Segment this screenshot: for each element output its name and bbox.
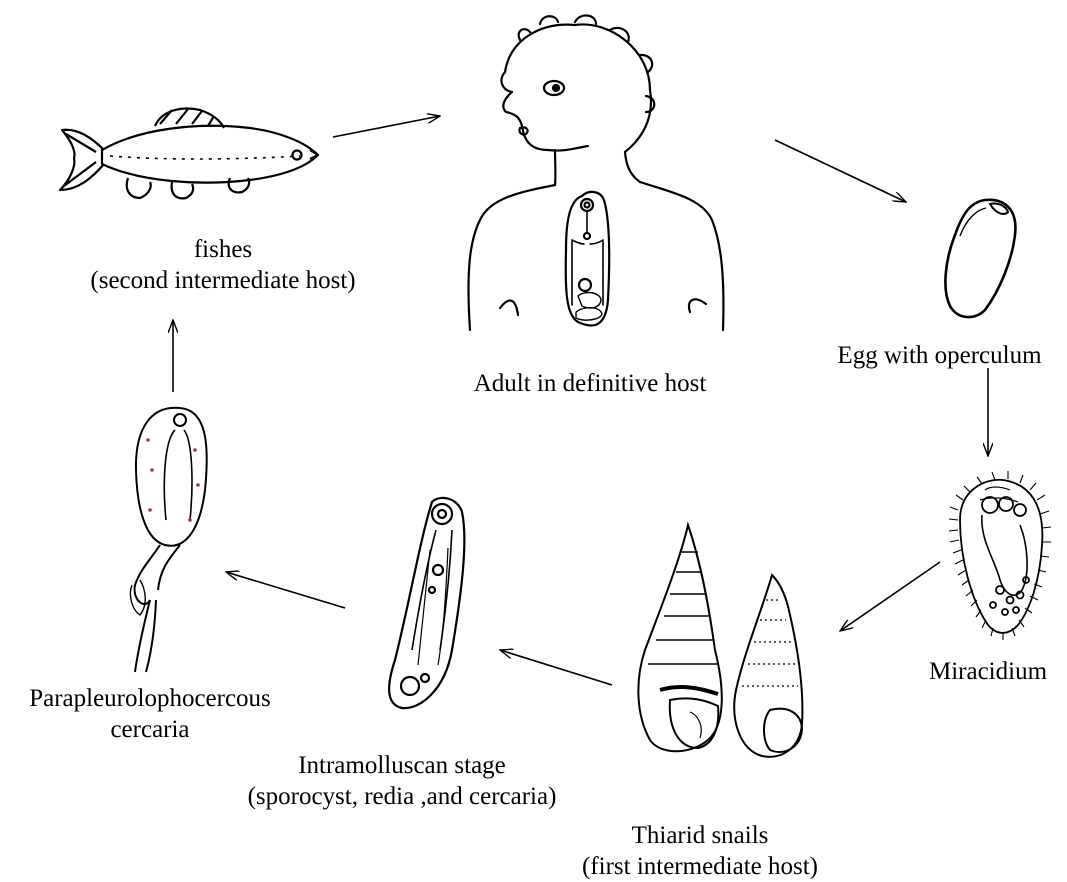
miracidium-stage-label: Miracidium: [908, 656, 1067, 687]
intramolluscan-label-line2: (sporocyst, redia ,and cercaria): [212, 781, 592, 812]
snails-stage-label: Thiarid snails (first intermediate host): [520, 820, 880, 882]
fish-label-line2: (second intermediate host): [58, 265, 388, 296]
intramolluscan-label-line1: Intramolluscan stage: [212, 750, 592, 781]
intramolluscan-stage-label: Intramolluscan stage (sporocyst, redia ,…: [212, 750, 592, 812]
miracidium-label-line1: Miracidium: [908, 656, 1067, 687]
cercaria-icon: [130, 408, 206, 672]
arrow-fish-to-adult: [333, 116, 440, 137]
arrow-miracidium-to-snails: [840, 562, 940, 631]
snail-shell-icon: [638, 525, 802, 757]
egg-label-line1: Egg with operculum: [812, 340, 1067, 371]
fish-stage-label: fishes (second intermediate host): [58, 234, 388, 296]
arrow-adult-to-egg: [775, 140, 906, 202]
cercaria-label-line2: cercaria: [0, 714, 300, 745]
snails-label-line1: Thiarid snails: [520, 820, 880, 851]
adult-stage-label: Adult in definitive host: [440, 368, 740, 399]
cercaria-stage-label: Parapleurolophocercous cercaria: [0, 683, 300, 745]
snails-label-line2: (first intermediate host): [520, 851, 880, 882]
cercaria-label-line1: Parapleurolophocercous: [0, 683, 300, 714]
arrow-snails-to-intramolluscan: [500, 650, 612, 685]
fish-label-line1: fishes: [58, 234, 388, 265]
egg-stage-label: Egg with operculum: [812, 340, 1067, 371]
fish-icon: [60, 109, 318, 199]
redia-icon: [389, 498, 464, 708]
operculated-egg-icon: [945, 200, 1015, 317]
human-host-icon: [468, 15, 723, 330]
adult-label-line1: Adult in definitive host: [440, 368, 740, 399]
miracidium-icon: [949, 471, 1051, 640]
arrow-intramolluscan-to-cercaria: [226, 572, 345, 608]
